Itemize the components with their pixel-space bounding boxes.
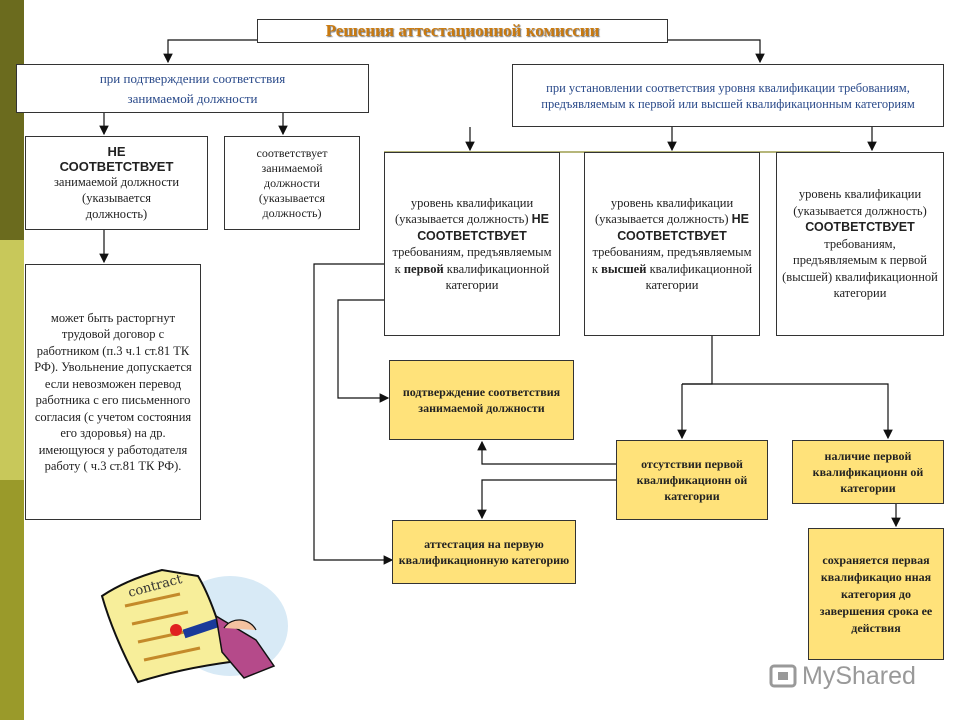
box-dismissal-info: может быть расторгнут трудовой договор с… bbox=[25, 264, 201, 520]
myshared-logo-icon bbox=[769, 664, 797, 688]
box-level-not-match-highest: уровень квалификации (указывается должно… bbox=[584, 152, 760, 336]
box-confirm-position: подтверждение соответствия занимаемой до… bbox=[389, 360, 574, 440]
box-level-match-category: уровень квалификации (указывается должно… bbox=[776, 152, 944, 336]
box-attest-first-category: аттестация на первую квалификационную ка… bbox=[392, 520, 576, 584]
diagram-title: Решения аттестационной комиссии bbox=[257, 19, 668, 43]
contract-signing-clipart: contract bbox=[100, 568, 288, 684]
side-stripe-bottom bbox=[0, 480, 24, 720]
box-absent-first-category: отсутствии первой квалификационн ой кате… bbox=[616, 440, 768, 520]
box-not-match-position: НЕ СООТВЕТСТВУЕТ занимаемой должности (у… bbox=[25, 136, 208, 230]
box-level-not-match-first: уровень квалификации (указывается должно… bbox=[384, 152, 560, 336]
branch-qualification-category: при установлении соответствия уровня ква… bbox=[512, 64, 944, 127]
branch-confirm-position: при подтверждении соответствия занимаемо… bbox=[16, 64, 369, 113]
side-stripe-mid bbox=[0, 240, 24, 480]
box-has-first-category: наличие первой квалификационн ой категор… bbox=[792, 440, 944, 504]
box-keep-first-category: сохраняется первая квалификацио нная кат… bbox=[808, 528, 944, 660]
watermark-logo: MyShared bbox=[768, 660, 916, 692]
box-match-position: соответствует занимаемой должности (указ… bbox=[224, 136, 360, 230]
side-stripe-top bbox=[0, 0, 24, 240]
